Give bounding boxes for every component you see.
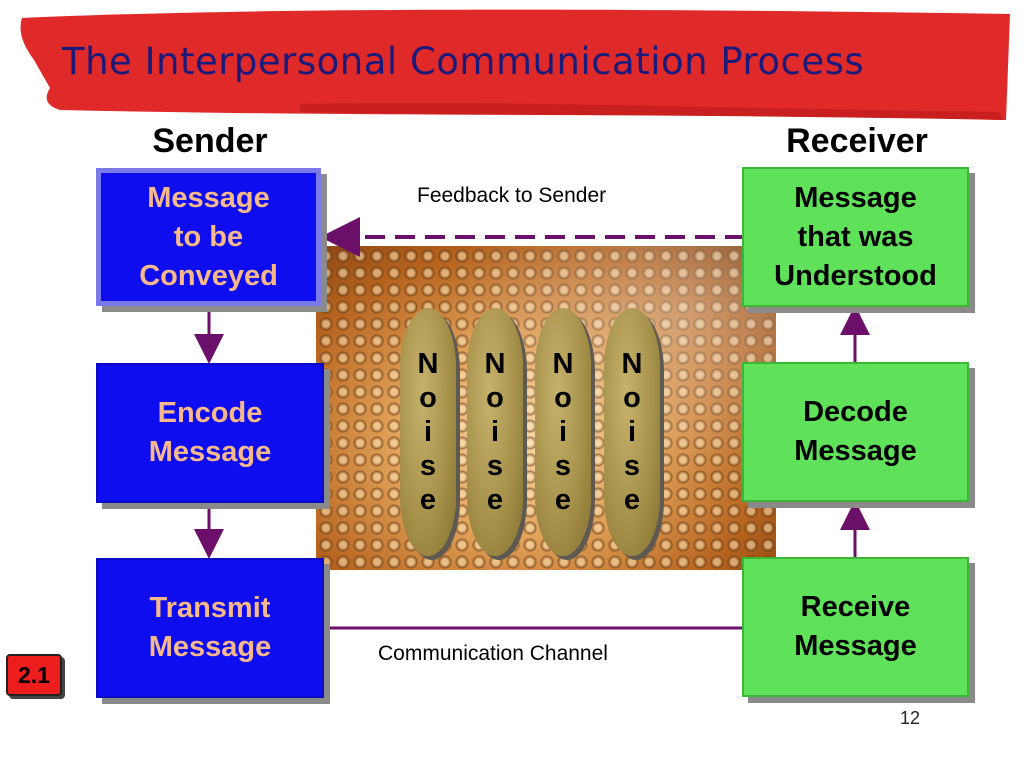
noise-letter: s <box>623 450 641 482</box>
noise-letter: e <box>486 484 504 516</box>
noise-letter: N <box>484 348 506 380</box>
noise-oval-2: N o i s e <box>467 308 523 556</box>
noise-letter: e <box>554 484 572 516</box>
noise-letter: i <box>423 416 433 448</box>
noise-letter: i <box>490 416 500 448</box>
noise-letter: o <box>623 382 641 414</box>
noise-letter: o <box>419 382 437 414</box>
noise-oval-3: N o i s e <box>535 308 591 556</box>
noise-letter: s <box>486 450 504 482</box>
receive-message-box: Receive Message <box>742 557 969 697</box>
noise-letter: o <box>486 382 504 414</box>
noise-letter: s <box>419 450 437 482</box>
noise-letter: i <box>627 416 637 448</box>
noise-oval-4: N o i s e <box>604 308 660 556</box>
noise-letter: N <box>621 348 643 380</box>
message-understood-box: Message that was Understood <box>742 167 969 307</box>
channel-label: Communication Channel <box>378 642 608 665</box>
slide-title: The Interpersonal Communication Process <box>62 40 865 83</box>
noise-letter: e <box>419 484 437 516</box>
noise-oval-1: N o i s e <box>400 308 456 556</box>
transmit-message-box: Transmit Message <box>96 558 324 698</box>
noise-letter: i <box>558 416 568 448</box>
noise-letter: N <box>552 348 574 380</box>
sender-heading: Sender <box>152 122 268 160</box>
title-banner <box>20 9 1010 120</box>
receiver-heading: Receiver <box>786 122 928 160</box>
noise-letter: e <box>623 484 641 516</box>
message-to-be-conveyed-box: Message to be Conveyed <box>96 168 321 306</box>
feedback-label: Feedback to Sender <box>417 184 607 207</box>
noise-letter: s <box>554 450 572 482</box>
figure-badge: 2.1 <box>6 654 62 696</box>
page-number: 12 <box>900 708 921 728</box>
encode-message-box: Encode Message <box>96 363 324 503</box>
noise-letter: o <box>554 382 572 414</box>
noise-letter: N <box>417 348 439 380</box>
decode-message-box: Decode Message <box>742 362 969 502</box>
